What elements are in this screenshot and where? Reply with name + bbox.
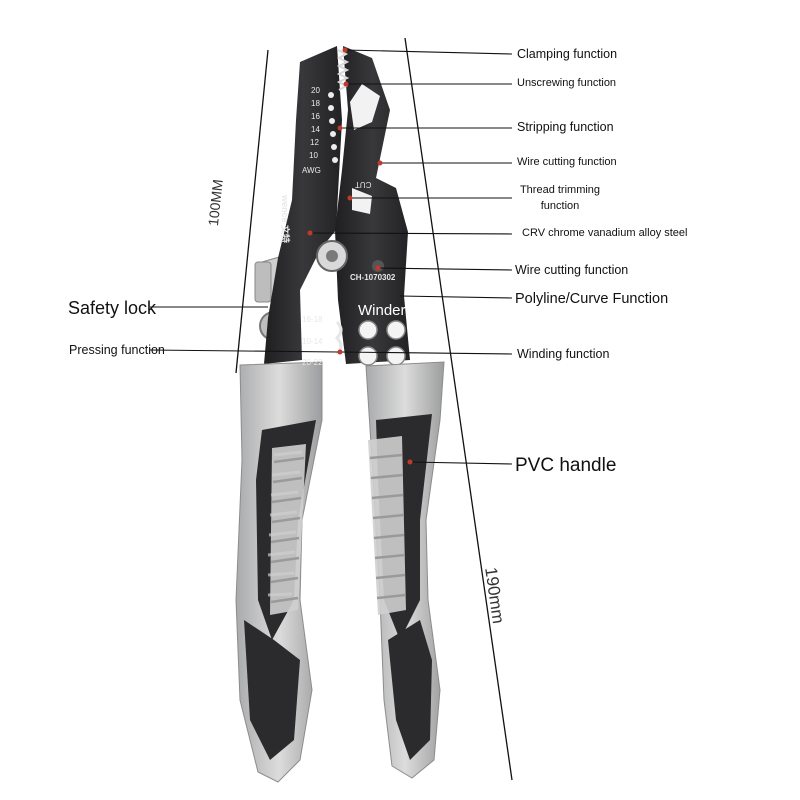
leader-markers: [307, 47, 413, 465]
awg-size-14: 14: [311, 125, 320, 134]
callout-stripping: Stripping function: [517, 120, 614, 134]
callout-unscrewing: Unscrewing function: [517, 77, 617, 89]
awg-size-12: 12: [310, 138, 319, 147]
cutter-gap: [350, 84, 380, 130]
left-handle: [235, 361, 323, 783]
callout-winding: Winding function: [517, 347, 610, 361]
crimp-profile: [334, 320, 343, 356]
callout-wire-cutting-small: Wire cutting function: [517, 156, 617, 168]
stripping-notches: [328, 92, 338, 163]
awg-size-18: 18: [311, 99, 320, 108]
callout-polyline: Polyline/Curve Function: [515, 291, 669, 307]
awg-label: AWG: [302, 166, 321, 175]
callout-crv-steel: CRV chrome vanadium alloy steel: [522, 227, 688, 239]
callout-pressing: Pressing function: [69, 343, 165, 357]
callout-pvc-handle: PVC handle: [515, 455, 617, 476]
callout-safety-lock: Safety lock: [68, 298, 157, 318]
cut-mark: CUT: [355, 180, 372, 189]
clamping-teeth: [336, 49, 350, 91]
awg-size-10: 10: [309, 151, 318, 160]
winder-label: Winder: [358, 302, 406, 319]
crimp-size-10-14: 10-14: [302, 337, 323, 346]
brand-engraving: wence 文特: [280, 195, 290, 244]
callout-clamping: Clamping function: [517, 47, 618, 61]
thread-trimmer-gap: [352, 188, 372, 214]
callout-wire-cutting: Wire cutting function: [515, 263, 629, 277]
crimp-size-20-22: 20-22: [302, 358, 323, 367]
callout-thread-trimming: Thread trimming function: [519, 184, 601, 212]
dimension-line-total: [404, 37, 513, 781]
dimension-line-head: [235, 49, 269, 374]
awg-size-20: 20: [311, 86, 320, 95]
model-number: CH-1070302: [350, 273, 396, 282]
left-jaw: [264, 46, 342, 364]
awg-size-16: 16: [311, 112, 320, 121]
crimp-size-16-18: 16-18: [302, 315, 323, 324]
leader-lines: [149, 49, 513, 465]
right-handle: [365, 361, 445, 779]
